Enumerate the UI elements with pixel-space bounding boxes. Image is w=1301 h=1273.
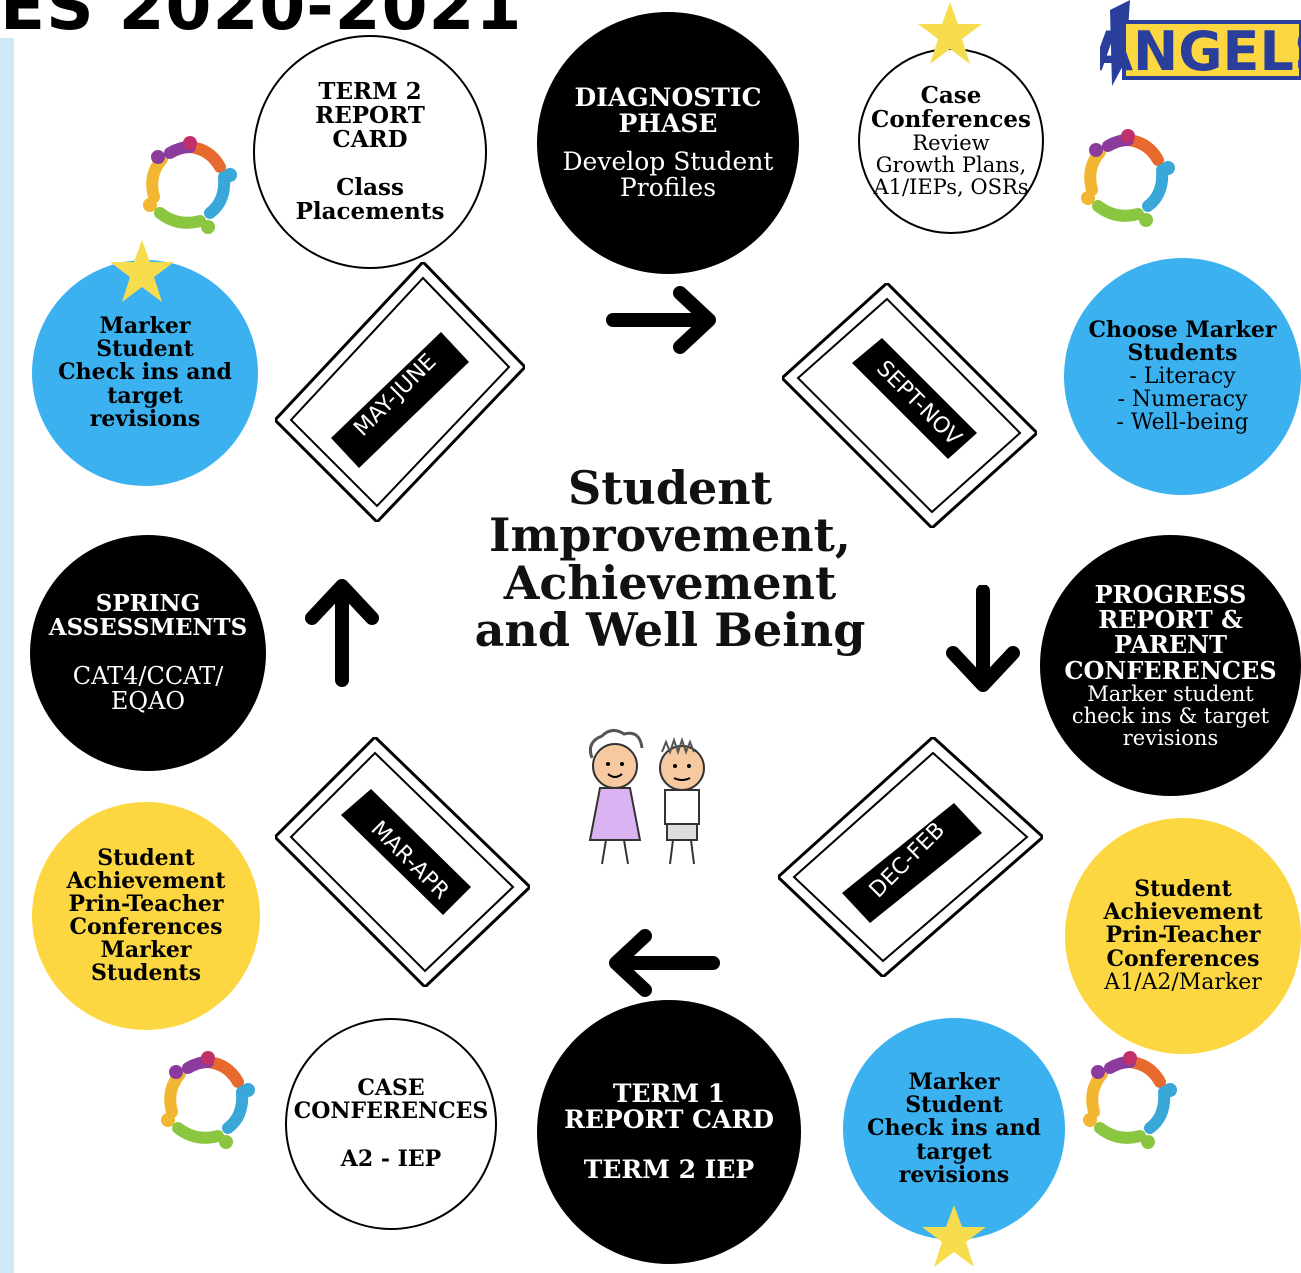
node-diagnostic-phase: DIAGNOSTIC PHASE Develop Student Profile…	[537, 12, 799, 274]
node-body: Develop Student Profiles	[562, 147, 774, 203]
arrow-right-icon	[606, 286, 716, 354]
community-hug-icon	[161, 1051, 255, 1149]
community-hug-icon	[143, 136, 237, 234]
node-spring-assessments: SPRING ASSESSMENTS CAT4/CCAT/ EQAO	[30, 535, 266, 771]
node-term2-report-card: TERM 2 REPORT CARD Class Placements	[253, 35, 487, 269]
center-title: Student Improvement, Achievement and Wel…	[474, 461, 866, 658]
phase-diamond-mar-apr: MAR-APR	[275, 737, 530, 987]
star-icon	[922, 1205, 986, 1267]
node-body: A1/A2/Marker	[1104, 969, 1262, 995]
phase-diamond-sept-nov: SEPT-NOV	[782, 283, 1037, 528]
node-marker-checkins-top: Marker Student Check ins and target revi…	[32, 260, 258, 486]
arrow-down-icon	[946, 585, 1020, 692]
node-body: - Literacy - Numeracy - Well-being	[1116, 363, 1249, 436]
arrow-up-icon	[305, 579, 379, 687]
node-title: DIAGNOSTIC PHASE	[574, 82, 762, 138]
community-hug-icon	[1083, 1051, 1177, 1149]
children-illustration	[588, 729, 705, 865]
node-title: Marker Student Check ins and target revi…	[867, 1069, 1041, 1188]
node-title: Student Achievement Prin-Teacher Confere…	[1103, 876, 1263, 972]
phase-diamond-may-june: MAY-JUNE	[275, 262, 525, 522]
node-line2: A2 - IEP	[340, 1145, 442, 1172]
page-title: ES 2020-2021	[0, 0, 523, 45]
node-title: Case Conferences	[871, 81, 1031, 133]
community-hug-icon	[1081, 129, 1175, 227]
node-line1: TERM 2 REPORT CARD	[315, 77, 425, 153]
arrow-left-icon	[609, 929, 720, 997]
node-line2: TERM 2 IEP	[583, 1155, 755, 1185]
node-term1-report-card: TERM 1 REPORT CARD TERM 2 IEP	[537, 1000, 801, 1264]
node-title: PROGRESS REPORT & PARENT CONFERENCES	[1064, 580, 1277, 685]
phase-diamond-dec-feb: DEC-FEB	[778, 737, 1043, 977]
node-student-achievement-left: Student Achievement Prin-Teacher Confere…	[32, 802, 260, 1030]
node-marker-checkins-bottom: Marker Student Check ins and target revi…	[843, 1018, 1065, 1240]
node-line1: TERM 1 REPORT CARD	[564, 1078, 774, 1134]
star-icon	[918, 2, 982, 64]
node-line1: CASE CONFERENCES	[293, 1075, 489, 1125]
node-body: Marker student check ins & target revisi…	[1071, 681, 1270, 750]
node-title: Marker Student Check ins and target revi…	[58, 313, 232, 432]
node-student-achievement-right: Student Achievement Prin-Teacher Confere…	[1065, 818, 1301, 1054]
node-case-conferences-bottom: CASE CONFERENCES A2 - IEP	[285, 1018, 497, 1230]
node-progress-report: PROGRESS REPORT & PARENT CONFERENCES Mar…	[1040, 535, 1301, 796]
node-title: Choose Marker Students	[1088, 316, 1277, 366]
left-accent-bar	[0, 38, 14, 1273]
node-case-conferences-top: Case Conferences Review Growth Plans, A1…	[858, 48, 1044, 234]
node-line2: Class Placements	[295, 174, 445, 226]
node-title: Student Achievement Prin-Teacher Confere…	[66, 844, 226, 987]
node-body: CAT4/CCAT/ EQAO	[72, 661, 224, 716]
angels-logo: ANGELS	[1100, 0, 1301, 86]
star-icon	[110, 240, 174, 302]
node-title: SPRING ASSESSMENTS	[48, 589, 248, 641]
node-body: Review Growth Plans, A1/IEPs, OSRs	[873, 131, 1029, 200]
logo-text: ANGELS	[1100, 20, 1301, 83]
node-choose-marker-students: Choose Marker Students - Literacy - Nume…	[1064, 258, 1301, 495]
